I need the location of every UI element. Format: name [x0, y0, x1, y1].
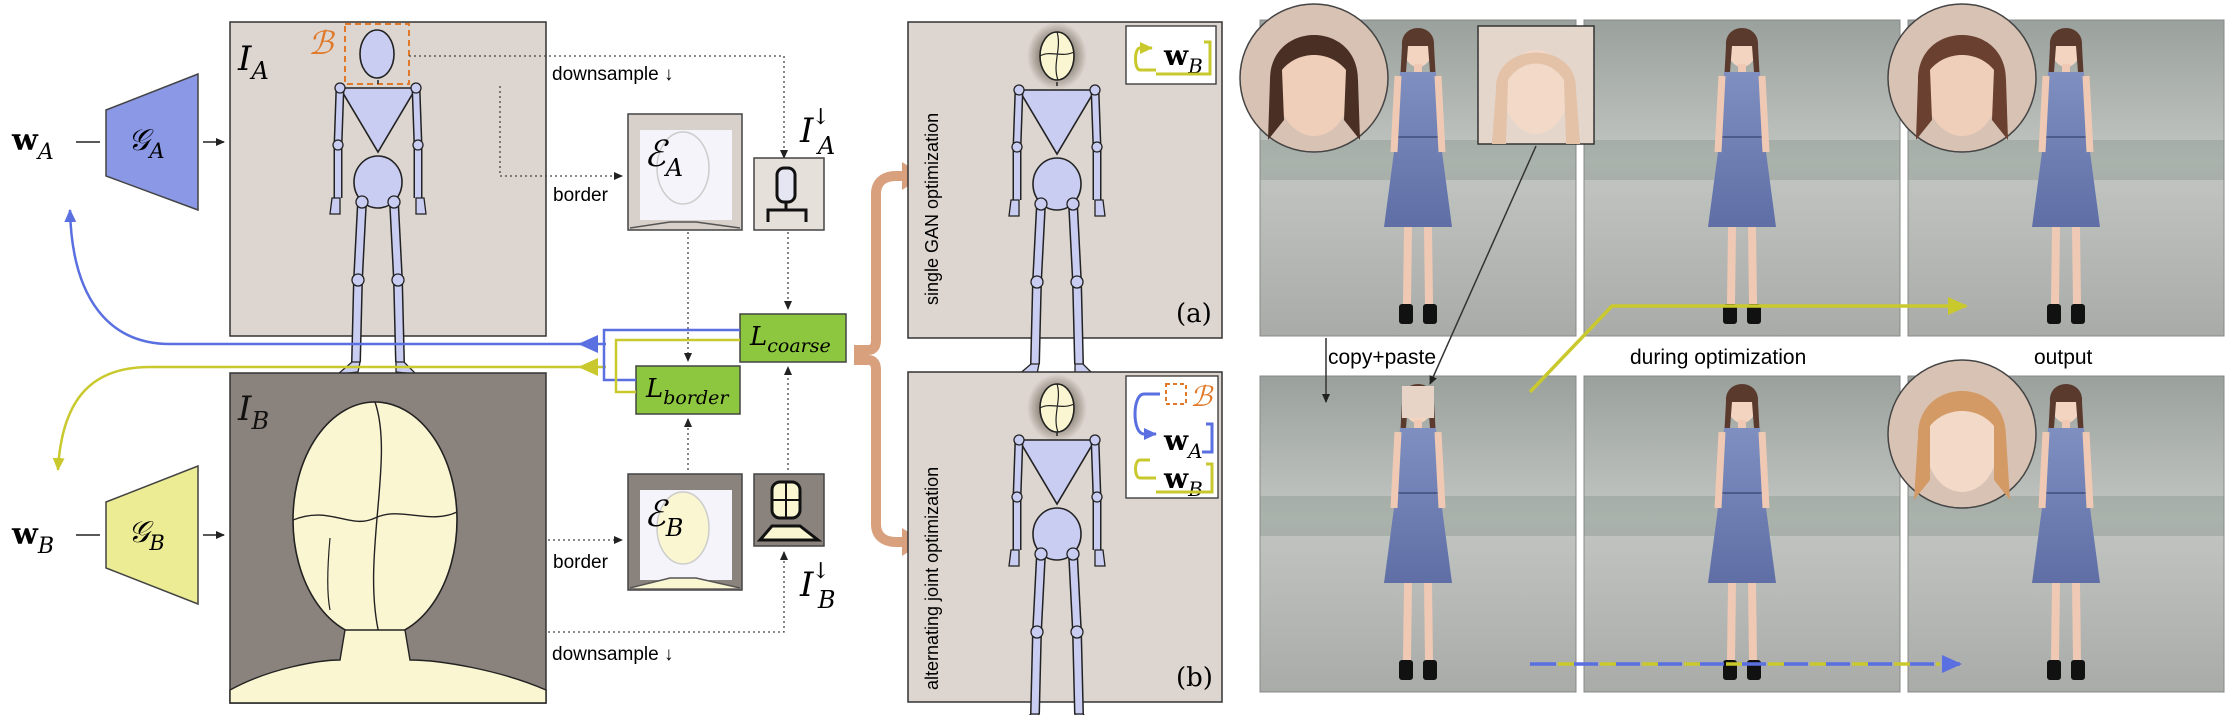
branch-bracket	[854, 171, 908, 355]
figure-a-head	[359, 29, 395, 79]
panel-a-tag: (a)	[1176, 299, 1212, 329]
downsample-top-label: downsample ↓	[552, 64, 673, 85]
svg-text:ℬ: ℬ	[1190, 380, 1214, 413]
latent-wA: wA	[11, 123, 54, 165]
yellow-trajectory-arrow	[1528, 297, 1968, 394]
feedback-arrow-b	[52, 365, 590, 471]
image-b-label: IB	[237, 389, 269, 435]
latent-wB: wB	[11, 517, 54, 559]
feedback-arrow-a	[64, 209, 590, 346]
encoder-a-label: ℰA	[644, 134, 683, 182]
generator-a	[105, 72, 199, 212]
generator-b	[105, 464, 199, 606]
border-top-label: border	[553, 185, 609, 206]
photo-grid	[1239, 3, 2225, 693]
label-copy-paste: copy+paste	[1328, 346, 1436, 369]
panel-b-caption: alternating joint optimization	[922, 467, 942, 690]
label-output: output	[2034, 346, 2093, 369]
loss-coarse-label: Lcoarse	[749, 322, 831, 357]
loss-coarse-box	[739, 313, 847, 363]
image-a-label: IA	[237, 39, 269, 85]
label-during-optimization: during optimization	[1630, 346, 1806, 369]
box-b-symbol: ℬ	[308, 24, 336, 62]
encoder-b-label: ℰB	[644, 494, 683, 542]
downsampled-b-label: I↓B	[799, 559, 836, 614]
loss-border-label: Lborder	[645, 374, 730, 409]
crop-box	[344, 23, 410, 85]
panel-a-caption: single GAN optimization	[922, 113, 942, 305]
border-bottom-label: border	[553, 552, 609, 573]
svg-text:wB: wB	[1163, 462, 1203, 501]
downsampled-a-label: I↓A	[799, 105, 835, 160]
svg-text:wB: wB	[1163, 39, 1203, 78]
svg-text:wA: wA	[1163, 424, 1203, 463]
downsample-bottom-label: downsample ↓	[552, 644, 673, 665]
panel-b-tag: (b)	[1176, 663, 1213, 693]
loss-border-box	[635, 365, 741, 415]
